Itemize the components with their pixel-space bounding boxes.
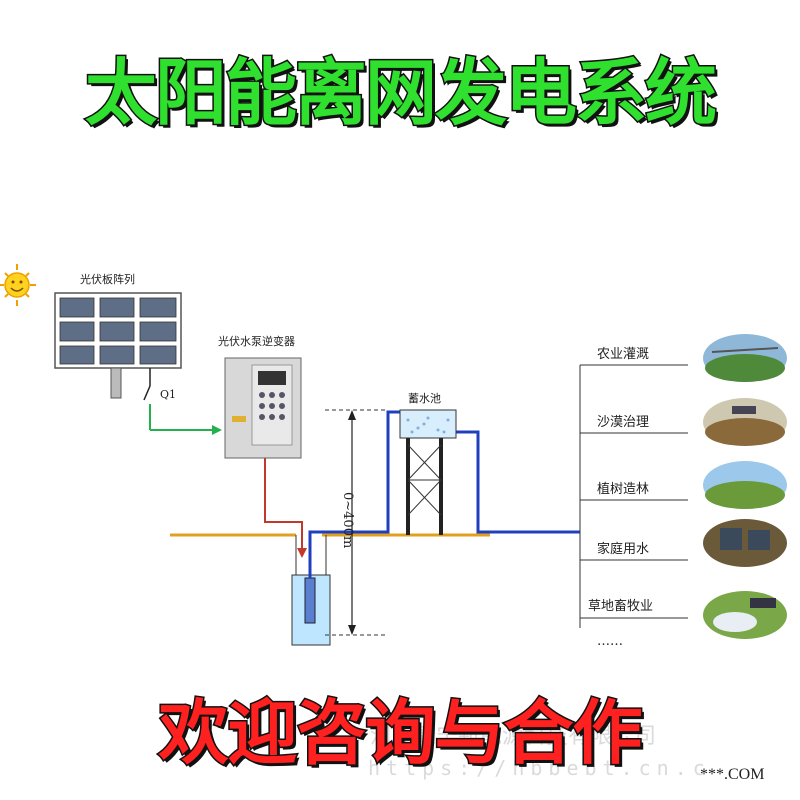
pump-power-wire: [264, 458, 307, 558]
pv-wiring: [143, 368, 222, 435]
company-watermark: 河北康宁新能源科技有限公司: [370, 724, 657, 749]
app-label-grassland: 草地畜牧业: [588, 598, 653, 614]
app-label-forestation: 植树造林: [597, 482, 649, 497]
water-tower: [399, 409, 457, 535]
distribution-lines: [579, 364, 688, 628]
app-label-irrigation: 农业灌溉: [597, 347, 649, 362]
photo-grassland: [703, 591, 787, 639]
url-watermark: https://hbbebt.cn.c: [368, 756, 711, 780]
inverter-unit: [224, 357, 302, 459]
site-tag: ***.COM: [700, 766, 765, 783]
photo-desert: [703, 398, 787, 446]
photo-forestation: [703, 461, 787, 509]
app-label-desert: 沙漠治理: [597, 415, 649, 430]
pv-array-label: 光伏板阵列: [80, 272, 135, 286]
more-label: ……: [597, 634, 623, 649]
main-title: 太阳能离网发电系统: [83, 50, 718, 137]
app-label-household: 家庭用水: [597, 541, 649, 557]
tank-label: 蓄水池: [408, 392, 441, 405]
sun-icon: [0, 264, 36, 306]
photo-irrigation: [703, 334, 787, 382]
depth-marker: [325, 409, 385, 636]
bottom-title: 欢迎咨询与合作: [157, 691, 644, 776]
water-pipe: [308, 410, 580, 578]
switch-label: Q1: [160, 388, 176, 401]
photo-household: [703, 519, 787, 567]
water-well: [291, 535, 331, 646]
pv-array: [54, 292, 182, 399]
depth-label: 0~400m: [340, 492, 355, 548]
inverter-label: 光伏水泵逆变器: [218, 334, 295, 348]
